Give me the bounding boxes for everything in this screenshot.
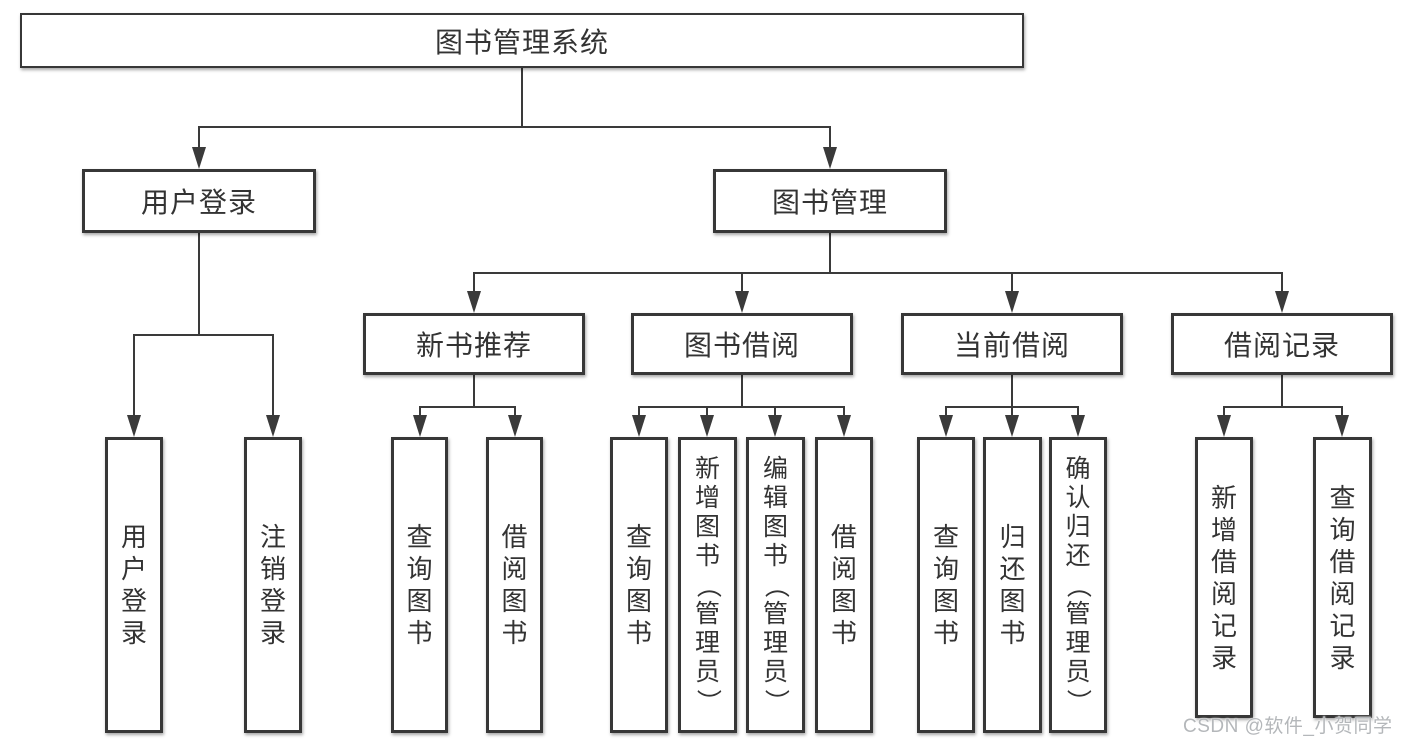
leaf-label: 归还图书 [999,522,1026,648]
node-new-book-recommendation: 新书推荐 [363,313,585,375]
leaf-add-borrow-record: 新增借阅记录 [1195,437,1253,718]
leaf-label: 查询借阅记录 [1329,482,1356,673]
arrowheads [127,147,1349,437]
node-book-management: 图书管理 [713,169,947,233]
leaf-add-books-admin: 新增图书（管理员） [678,437,737,733]
leaf-label: 确认归还（管理员） [1064,454,1093,714]
node-label: 用户登录 [140,187,257,218]
node-user-login: 用户登录 [82,169,316,233]
node-current-borrowing: 当前借阅 [901,313,1123,375]
leaf-query-borrow-record: 查询借阅记录 [1313,437,1372,718]
leaf-borrow-books: 借阅图书 [815,437,873,733]
node-borrowing-records: 借阅记录 [1171,313,1393,375]
csdn-watermark: CSDN @软件_小贺同学 [1183,716,1393,737]
leaf-query-books-current: 查询图书 [917,437,975,733]
leaf-label: 查询图书 [625,522,652,648]
leaf-return-books: 归还图书 [983,437,1042,733]
leaf-label: 注销登录 [259,522,286,648]
node-label: 借阅记录 [1223,330,1340,361]
node-library-management-system: 图书管理系统 [20,13,1024,68]
leaf-label: 查询图书 [932,522,959,648]
node-book-borrowing: 图书借阅 [631,313,853,375]
leaf-borrow-books-recommend: 借阅图书 [486,437,543,733]
leaf-logout: 注销登录 [244,437,302,733]
node-label: 图书借阅 [683,330,800,361]
leaf-label: 查询图书 [406,522,433,648]
leaf-label: 借阅图书 [501,522,528,648]
node-label: 新书推荐 [415,330,532,361]
node-label: 图书管理系统 [434,26,609,58]
leaf-edit-books-admin: 编辑图书（管理员） [746,437,805,733]
leaf-user-login: 用户登录 [105,437,163,733]
node-label: 当前借阅 [953,330,1070,361]
leaf-label: 用户登录 [120,522,147,648]
leaf-query-books-borrowing: 查询图书 [610,437,668,733]
leaf-label: 编辑图书（管理员） [761,454,790,714]
node-label: 图书管理 [771,187,888,218]
leaf-label: 新增借阅记录 [1210,482,1237,673]
leaf-query-books-recommend: 查询图书 [391,437,448,733]
leaf-label: 新增图书（管理员） [693,454,722,714]
leaf-label: 借阅图书 [830,522,857,648]
leaf-confirm-return-admin: 确认归还（管理员） [1049,437,1107,733]
